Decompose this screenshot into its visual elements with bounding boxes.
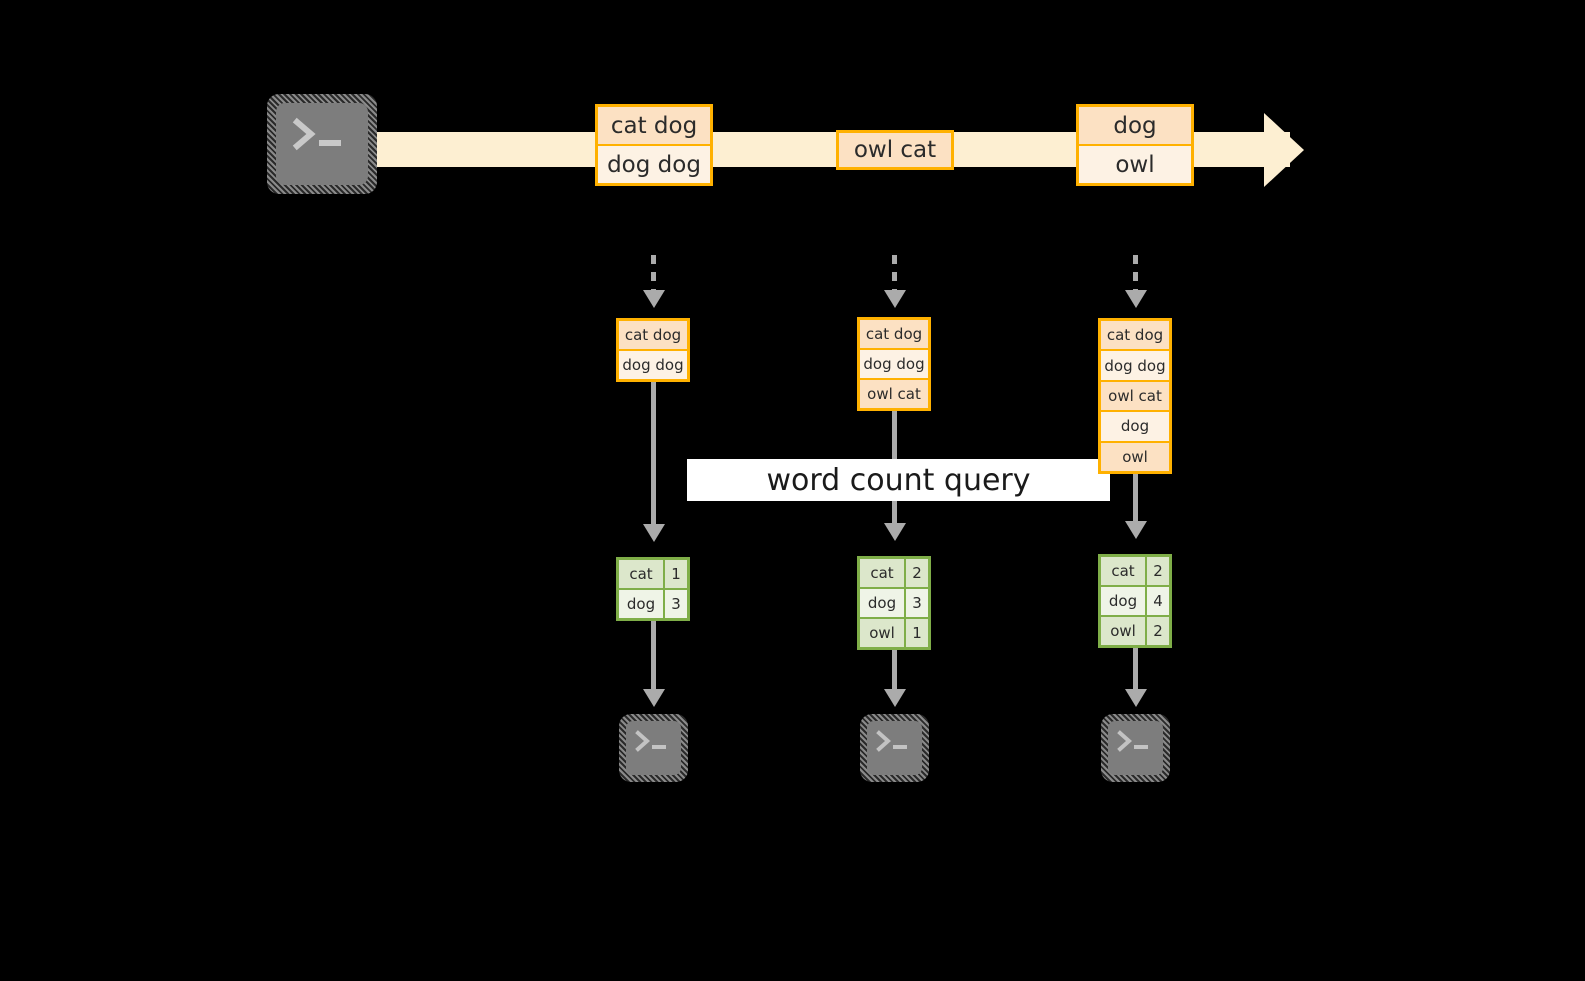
sink-arrow-shaft-3 [1133, 648, 1138, 693]
cell-count: 2 [1147, 617, 1169, 645]
log-snapshot-3[interactable]: cat dog dog dog owl cat dog owl [1098, 318, 1172, 474]
query-arrow-head-2 [884, 523, 906, 541]
source-terminal-icon[interactable] [267, 94, 377, 194]
query-arrow-shaft-1 [651, 382, 656, 528]
terminal-prompt-glyph [1117, 730, 1148, 752]
dashed-arrow-shaft-2 [892, 255, 897, 292]
cell-count: 3 [665, 590, 687, 618]
cell-word: dog [1101, 587, 1145, 615]
cell-word: dog [619, 590, 663, 618]
cell-count: 1 [906, 619, 928, 647]
result-table-3[interactable]: cat 2 dog 4 owl 2 [1098, 554, 1172, 648]
dashed-arrow-head-2 [884, 290, 906, 308]
cell-count: 2 [1147, 557, 1169, 585]
message-row: dog [1079, 107, 1191, 144]
log-row: owl cat [860, 380, 928, 408]
table-row: dog 3 [619, 590, 687, 618]
cell-word: cat [1101, 557, 1145, 585]
sink-arrow-head-3 [1125, 689, 1147, 707]
table-row: owl 1 [860, 619, 928, 647]
query-label-band: word count query [687, 459, 1110, 501]
cell-count: 2 [906, 559, 928, 587]
query-arrow-head-3 [1125, 521, 1147, 539]
stream-message-2[interactable]: owl cat [836, 130, 954, 170]
cell-count: 3 [906, 589, 928, 617]
cell-word: dog [860, 589, 904, 617]
sink-arrow-shaft-1 [651, 621, 656, 693]
log-snapshot-2[interactable]: cat dog dog dog owl cat [857, 317, 931, 411]
table-row: cat 2 [1101, 557, 1169, 585]
sink-terminal-icon-1[interactable] [619, 714, 688, 782]
cell-count: 1 [665, 560, 687, 588]
log-row: owl cat [1101, 381, 1169, 411]
message-row: owl cat [839, 133, 951, 167]
table-row: owl 2 [1101, 617, 1169, 645]
stream-message-3[interactable]: dog owl [1076, 104, 1194, 186]
sink-terminal-icon-3[interactable] [1101, 714, 1170, 782]
cell-word: cat [619, 560, 663, 588]
cell-word: cat [860, 559, 904, 587]
query-label-text: word count query [766, 462, 1031, 498]
table-row: cat 1 [619, 560, 687, 588]
dashed-arrow-head-1 [643, 290, 665, 308]
query-arrow-shaft-3 [1133, 474, 1138, 525]
table-row: dog 4 [1101, 587, 1169, 615]
sink-arrow-head-2 [884, 689, 906, 707]
log-row: cat dog [619, 321, 687, 349]
table-row: dog 3 [860, 589, 928, 617]
log-row: cat dog [860, 320, 928, 348]
log-snapshot-1[interactable]: cat dog dog dog [616, 318, 690, 382]
log-row: dog dog [860, 350, 928, 378]
message-row: owl [1079, 146, 1191, 183]
terminal-prompt-glyph [876, 730, 907, 752]
message-row: cat dog [598, 107, 710, 144]
dashed-arrow-shaft-3 [1133, 255, 1138, 292]
query-arrow-head-1 [643, 524, 665, 542]
cell-word: owl [860, 619, 904, 647]
stream-message-1[interactable]: cat dog dog dog [595, 104, 713, 186]
log-row: owl [1101, 442, 1169, 472]
log-row: cat dog [1101, 321, 1169, 350]
sink-terminal-icon-2[interactable] [860, 714, 929, 782]
terminal-prompt-glyph [292, 117, 341, 151]
dashed-arrow-shaft-1 [651, 255, 656, 292]
message-row: dog dog [598, 146, 710, 183]
timeline-arrowhead [1264, 113, 1304, 187]
log-row: dog dog [619, 351, 687, 379]
dashed-arrow-head-3 [1125, 290, 1147, 308]
cell-word: owl [1101, 617, 1145, 645]
result-table-1[interactable]: cat 1 dog 3 [616, 557, 690, 621]
terminal-prompt-glyph [635, 730, 666, 752]
sink-arrow-shaft-2 [892, 650, 897, 693]
log-row: dog dog [1101, 351, 1169, 380]
result-table-2[interactable]: cat 2 dog 3 owl 1 [857, 556, 931, 650]
log-row: dog [1101, 412, 1169, 441]
table-row: cat 2 [860, 559, 928, 587]
sink-arrow-head-1 [643, 689, 665, 707]
cell-count: 4 [1147, 587, 1169, 615]
